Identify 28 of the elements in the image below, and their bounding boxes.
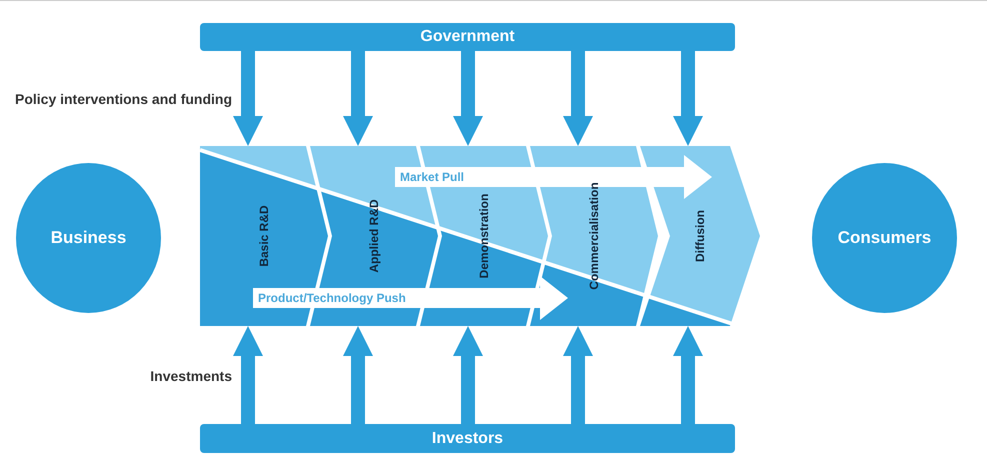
stage-label: Commercialisation (587, 182, 601, 290)
process-stage (640, 146, 760, 326)
arrow (343, 51, 373, 146)
arrow (233, 326, 263, 424)
node-label: Business (50, 228, 126, 248)
arrow (453, 51, 483, 146)
stage-label: Demonstration (477, 194, 491, 278)
stage-label: Diffusion (693, 210, 707, 262)
arrow (233, 51, 263, 146)
stakeholder-circle (812, 163, 957, 313)
node-label: Investors (432, 430, 504, 448)
arrow-label: Market Pull (400, 170, 464, 184)
arrow (453, 326, 483, 424)
stage-label: Applied R&D (367, 199, 381, 273)
arrow (563, 51, 593, 146)
arrow-label: Product/Technology Push (258, 291, 406, 305)
arrow (563, 326, 593, 424)
arrow (343, 326, 373, 424)
banner-bar (200, 424, 735, 453)
arrow (673, 326, 703, 424)
arrow (673, 51, 703, 146)
node-label: Consumers (838, 228, 932, 248)
node-label: Government (420, 28, 515, 46)
caption-text: Investments (150, 368, 232, 384)
stage-label: Basic R&D (257, 205, 271, 267)
stakeholder-circle (16, 163, 161, 313)
banner-bar (200, 23, 735, 51)
caption-text: Policy interventions and funding (14, 91, 232, 107)
